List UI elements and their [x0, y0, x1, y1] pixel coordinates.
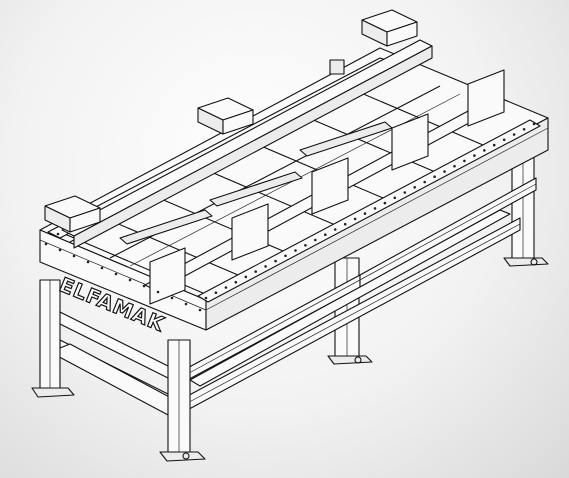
perforation-hole — [86, 260, 90, 264]
perforation-hole — [214, 291, 218, 295]
perforation-hole — [284, 254, 287, 258]
perforation-hole — [393, 196, 397, 200]
perforation-hole — [72, 254, 76, 258]
perforation-hole — [198, 308, 202, 312]
perforation-hole — [244, 275, 248, 279]
rear-legs — [327, 149, 549, 365]
perforation-hole — [294, 249, 297, 252]
perforation-hole — [100, 266, 104, 270]
perforation-hole — [373, 207, 377, 210]
clamp-block — [44, 195, 101, 233]
perforation-hole — [234, 280, 238, 284]
perforation-hole — [128, 278, 132, 282]
perforation-hole — [156, 290, 160, 294]
perforation-hole — [224, 286, 228, 289]
perforation-hole — [433, 175, 436, 178]
perforation-hole — [314, 238, 317, 242]
motor-icon — [329, 59, 345, 75]
perforation-hole — [333, 228, 337, 231]
perforation-hole — [324, 233, 327, 236]
perforation-hole — [58, 248, 62, 252]
perforation-hole — [304, 244, 307, 247]
perforation-hole — [353, 217, 357, 221]
front-panel-holes — [44, 242, 202, 312]
perforation-hole — [453, 164, 456, 168]
perforation-hole — [512, 133, 516, 136]
perforation-hole — [274, 259, 277, 263]
perforation-hole — [363, 212, 367, 215]
perforation-hole — [423, 180, 427, 184]
perforation-hole — [343, 222, 347, 226]
perforation-hole — [142, 284, 146, 288]
clamp-block — [361, 9, 418, 47]
perforation-hole — [492, 143, 496, 147]
perforation-hole — [254, 270, 257, 273]
front-legs — [31, 279, 206, 462]
perforation-hole — [44, 242, 48, 246]
clamp-blocks — [44, 9, 505, 305]
perforation-hole — [532, 122, 536, 126]
perforation-hole — [463, 159, 466, 163]
perforation-hole — [502, 138, 506, 142]
perforation-hole — [473, 154, 476, 157]
clamp-block — [197, 97, 254, 135]
perforation-hole — [114, 272, 118, 276]
perforation-hole — [264, 265, 267, 268]
perforation-hole — [56, 232, 60, 236]
perforation-hole — [204, 296, 208, 300]
perforation-hole — [443, 170, 446, 173]
perforation-hole — [184, 302, 188, 306]
perforation-hole — [403, 191, 407, 194]
perforation-hole — [413, 186, 417, 189]
perforation-hole — [383, 201, 387, 205]
perforation-hole — [522, 128, 526, 131]
perforation-hole — [483, 149, 486, 152]
perforation-hole — [170, 296, 174, 300]
